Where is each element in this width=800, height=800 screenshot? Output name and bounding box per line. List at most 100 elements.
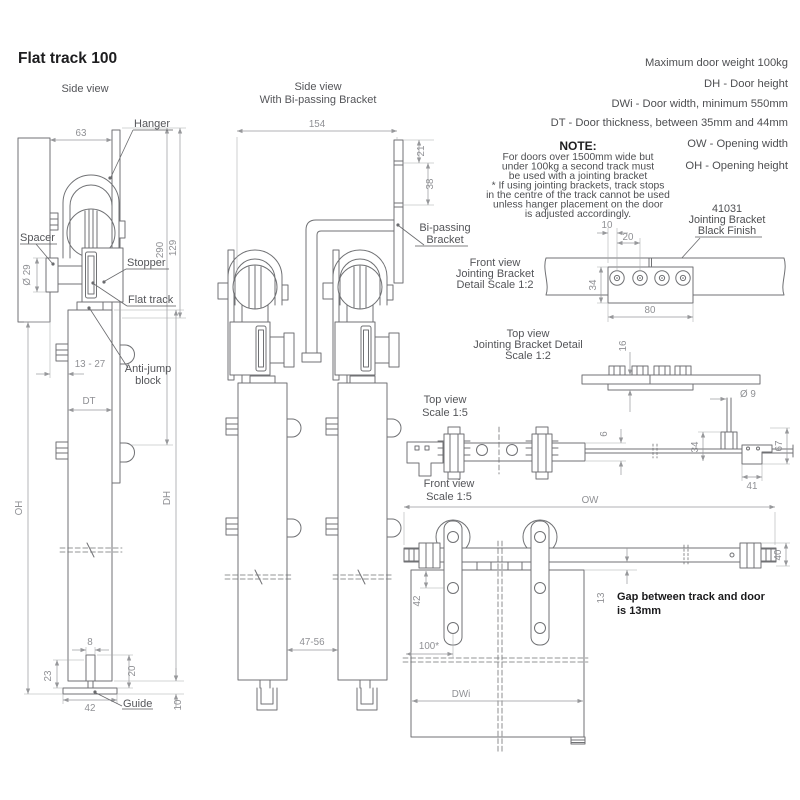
spec-dh: DH - Door height (704, 78, 789, 90)
hanger-strap-arch (62, 174, 120, 259)
dim-80: 80 (645, 305, 656, 316)
dim-290: 290 (155, 241, 166, 258)
side-view-label: Side view (61, 83, 108, 95)
front-view-1-5: Front view Scale 1:5 (402, 478, 790, 754)
front-view-geometry (402, 519, 777, 754)
dim-129: 129 (168, 240, 179, 256)
track-stop (739, 542, 762, 569)
bipass-view: Side view With Bi-passing Bracket 154 (217, 81, 471, 711)
jb-front-label-2: Jointing Bracket (456, 268, 534, 280)
spec-oh: OH - Opening height (685, 160, 789, 172)
callout-stopper: Stopper (127, 257, 166, 269)
page-title: Flat track 100 (18, 50, 117, 67)
part-name: Jointing Bracket (689, 214, 766, 226)
dim-42: 42 (412, 596, 423, 607)
note-line: For doors over 1500mm wide but (502, 152, 653, 163)
dim-42: 42 (85, 703, 96, 714)
note-line: * If using jointing brackets, track stop… (492, 181, 665, 192)
spacer-disc (45, 257, 59, 293)
bipass-label-2: With Bi-passing Bracket (260, 94, 377, 106)
note-line: unless hanger placement on the door (493, 200, 664, 211)
dim-dt: DT (82, 396, 95, 407)
bipass-bracket-arm (305, 219, 395, 361)
wall-plate (17, 137, 51, 323)
dim-23: 23 (43, 670, 54, 681)
part-finish: Black Finish (698, 225, 756, 237)
jb-front-label-1: Front view (470, 257, 521, 269)
callout-guide: Guide (123, 698, 152, 710)
part-code: 41031 (712, 203, 742, 215)
dim-20: 20 (127, 665, 138, 676)
jb-top-label-2: Jointing Bracket Detail (473, 339, 582, 351)
callout-bipassing-1: Bi-passing (419, 222, 470, 234)
jb-front-dimensions (597, 228, 694, 322)
side-view-geometry (17, 129, 135, 695)
front-view-label-1: Front view (424, 478, 475, 490)
jb-front-dim-labels: 10 20 34 80 (588, 220, 656, 316)
dim-40: 40 (773, 549, 784, 560)
dim-34: 34 (588, 279, 599, 290)
dim-63: 63 (76, 128, 87, 139)
callout-anti-jump-1: Anti-jump (125, 363, 171, 375)
dim-41: 41 (747, 481, 758, 492)
break-mark (683, 544, 689, 567)
dim-dia9: Ø 9 (740, 389, 756, 400)
anti-jump-clip (507, 561, 523, 571)
dim-38: 38 (425, 178, 436, 189)
break-mark (652, 443, 658, 459)
bipass-dimensions (236, 128, 434, 653)
dim-dwi: DWi (452, 689, 471, 700)
note-line: under 100kg a second track must (502, 162, 654, 173)
spec-dt: DT - Door thickness, between 35mm and 44… (551, 117, 788, 129)
dim-ow: OW (582, 495, 600, 506)
door-section (67, 309, 113, 682)
note-line: be used with a jointing bracket (509, 171, 648, 182)
flat-track-bar (111, 129, 121, 484)
bipass-door (325, 375, 402, 711)
dim-8: 8 (87, 637, 93, 648)
bipass-hanger-assembly (322, 249, 400, 384)
top-view-dim-labels: 6 Ø 9 34 67 41 (599, 389, 785, 492)
gap-note-line-1: Gap between track and door (617, 591, 766, 603)
top-view-1-5: Top view Scale 1:5 (406, 389, 794, 492)
bipass-bracket-plate (393, 139, 404, 284)
part-label-block: 41031 Jointing Bracket Black Finish (667, 203, 765, 274)
note-line: in the centre of the track cannot be use… (486, 190, 670, 201)
door-front (410, 569, 585, 738)
spec-max-weight: Maximum door weight 100kg (645, 57, 788, 69)
jb-top-label-1: Top view (507, 328, 550, 340)
note-block: NOTE: For doors over 1500mm wide but und… (486, 139, 670, 220)
top-view-label-2: Scale 1:5 (422, 407, 468, 419)
dim-dia29: Ø 29 (22, 264, 33, 285)
break-line-horizontal (402, 657, 589, 663)
bipass-label-1: Side view (294, 81, 341, 93)
top-view-geometry (406, 397, 794, 480)
flat-track-section (85, 251, 97, 299)
bipass-dim-labels: 154 21 38 47-56 (299, 119, 436, 648)
break-line (224, 574, 393, 580)
side-view-callouts: Hanger Spacer Stopper Flat track Anti-ju… (20, 118, 176, 710)
top-view-dimensions (586, 396, 790, 481)
dim-13: 13 (596, 592, 607, 603)
dim-dh: DH (162, 491, 173, 505)
jb-front-label-3: Detail Scale 1:2 (456, 279, 533, 291)
callout-hanger: Hanger (134, 118, 170, 130)
note-heading: NOTE: (559, 139, 596, 153)
track-plate-top (581, 374, 761, 385)
dim-47-56: 47-56 (299, 637, 325, 648)
dim-34: 34 (690, 441, 701, 452)
bipass-callout: Bi-passing Bracket (396, 222, 471, 247)
side-view: 63 290 129 Ø 29 13 - 27 DT DH OH 8 23 20… (14, 118, 186, 714)
dim-154: 154 (309, 119, 326, 130)
dim-20: 20 (623, 232, 634, 243)
break-line-vertical (497, 540, 503, 754)
callout-bipassing-2: Bracket (426, 234, 463, 246)
side-view-dim-labels: 63 290 129 Ø 29 13 - 27 DT DH OH 8 23 20… (14, 128, 184, 714)
jointing-bracket-top-detail: Top view Jointing Bracket Detail Scale 1… (473, 328, 761, 412)
front-view-dim-labels: OW 42 100* 13 40 DWi (412, 495, 784, 700)
dim-13-27: 13 - 27 (75, 359, 106, 370)
dim-21: 21 (416, 146, 427, 157)
bipass-door (225, 375, 302, 711)
